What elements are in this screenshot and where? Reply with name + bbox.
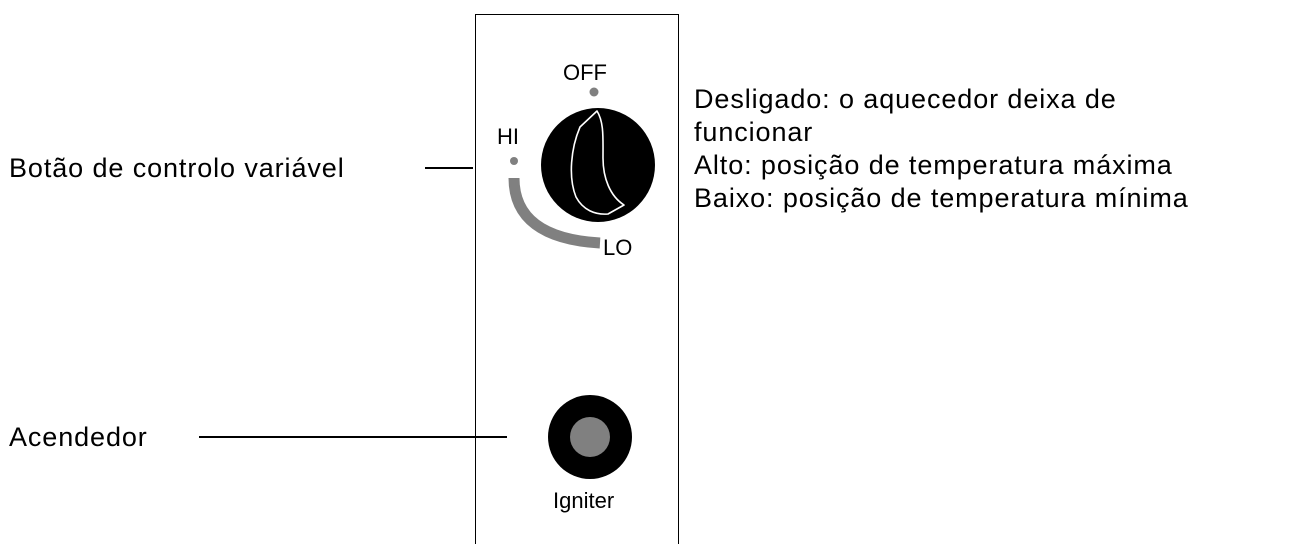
- description-line-off-continued: funcionar: [694, 117, 814, 147]
- off-indicator-dot: [589, 87, 599, 97]
- igniter-callout: Acendedor: [9, 422, 148, 452]
- control-panel: [475, 14, 679, 544]
- panel-graphics: [508, 87, 655, 479]
- igniter-leader-line: [199, 436, 507, 438]
- dial-label-off: OFF: [563, 60, 607, 85]
- igniter-center: [570, 417, 610, 457]
- description-line-lo: Baixo: posição de temperatura mínima: [694, 183, 1189, 213]
- knob-grip: [570, 110, 625, 215]
- description-line-off: Desligado: o aquecedor deixa de: [694, 84, 1117, 114]
- igniter-caption: Igniter: [553, 488, 615, 513]
- control-knob[interactable]: [541, 108, 655, 222]
- setting-descriptions: Desligado: o aquecedor deixa de funciona…: [694, 83, 1189, 215]
- dial-label-hi: HI: [497, 124, 519, 149]
- description-line-hi: Alto: posição de temperatura máxima: [694, 150, 1173, 180]
- temperature-range-arc: [508, 177, 601, 249]
- control-knob-leader-line: [425, 167, 473, 169]
- hi-indicator-dot: [510, 157, 518, 165]
- dial-label-lo: LO: [603, 235, 633, 260]
- control-knob-callout: Botão de controlo variável: [9, 153, 345, 183]
- knob-body: [541, 108, 655, 222]
- igniter-button[interactable]: [548, 395, 632, 479]
